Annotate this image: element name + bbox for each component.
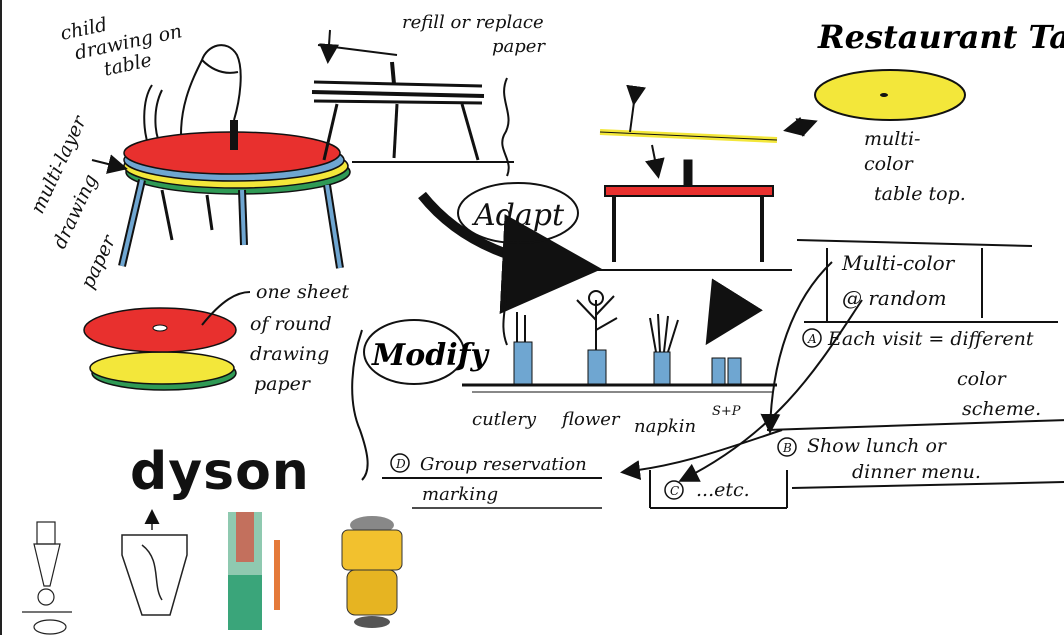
table-items [513,278,763,385]
svg-text:childdrawing ontable: childdrawing ontable [58,0,188,88]
layered-table [118,120,351,269]
svg-text:paper: paper [77,230,121,292]
page-title: Restaurant Table [817,18,1064,56]
dyson-logo: dyson [130,442,310,502]
svg-text:Modify: Modify [371,338,490,373]
svg-text:Multi-color@ random: Multi-color@ random [841,251,956,310]
cyclone-sketch-1 [22,521,72,635]
svg-text:Restaurant Table: Restaurant Table [817,18,1064,56]
adapt-arrow: Adapt [418,182,602,314]
child-label: childdrawing ontable [58,0,188,88]
modify-section: Modify [351,279,777,481]
svg-text:C: C [670,484,679,498]
dyson-cyclone-part [341,516,403,628]
cyclone-simulation [228,512,280,630]
multilayer-label: multi-layer drawing paper [27,111,128,292]
svg-text:D: D [395,457,406,471]
cyclone-sketch-2 [121,509,188,616]
svg-text:Adapt: Adapt [471,198,565,233]
list-header: Multi-color@ random [841,251,956,310]
ideas-list [620,239,1064,509]
item-c: C ...etc. [664,479,750,501]
svg-text:B: B [782,441,792,455]
restaurant-table [590,84,792,271]
svg-text:A: A [807,332,817,346]
refill-table [311,29,514,177]
paper-sheets [83,291,251,391]
svg-text:...etc.: ...etc. [696,479,750,501]
